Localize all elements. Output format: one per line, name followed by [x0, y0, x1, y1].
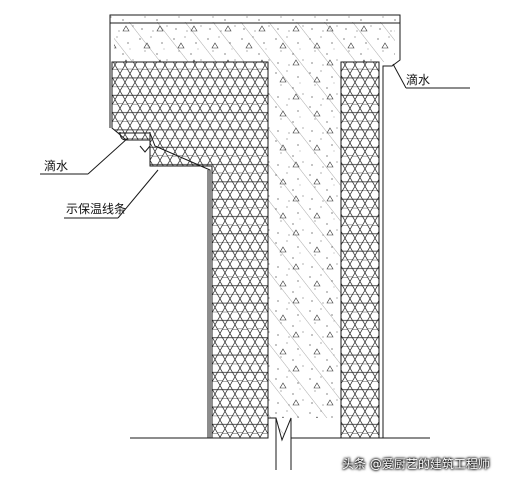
watermark: 头条 @爱厨艺的建筑工程师: [342, 457, 490, 471]
drip-notch-left: [119, 131, 151, 153]
drip-label-right: 滴水: [406, 73, 431, 87]
right-insulation: [340, 61, 380, 439]
drip-label-left: 滴水: [44, 159, 69, 173]
insulation-strip-label: 示保温线条: [66, 202, 127, 216]
left-insulation: [111, 61, 269, 439]
top-plaster-layer: [109, 14, 401, 24]
finish-lines: [109, 15, 430, 470]
leader-lines: [40, 63, 470, 219]
